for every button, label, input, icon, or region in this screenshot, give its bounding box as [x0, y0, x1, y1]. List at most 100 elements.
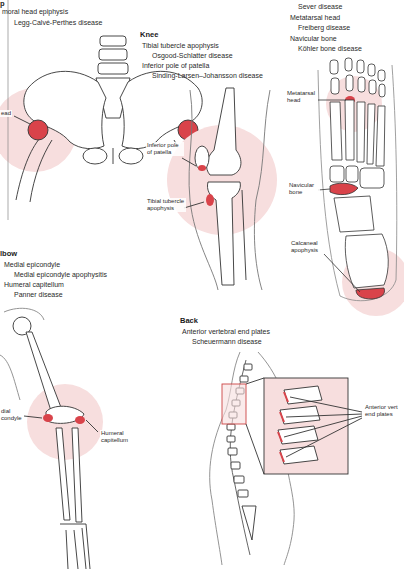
back-illustration-part-part: [284, 392, 288, 402]
disease-name: Freiberg disease: [298, 24, 350, 32]
disease-name: Panner disease: [14, 291, 63, 299]
knee-illustration-part: [184, 202, 204, 208]
foot-illustration-part: [357, 60, 364, 73]
part-label: Anterior vert end plates: [364, 404, 404, 418]
site-name: moral head epiphysis: [2, 8, 68, 16]
knee-illustration-part: [195, 146, 209, 170]
arm-illustration-part: [75, 416, 85, 424]
hip-illustration-part: [16, 138, 52, 202]
back-illustration-part: [284, 416, 362, 437]
disease-name: Scheuermann disease: [192, 338, 262, 346]
foot-illustration-part: [358, 77, 365, 92]
hip-illustration-part: [119, 148, 143, 164]
foot-illustration-part: [368, 64, 375, 76]
back-illustration-part-part: [284, 386, 322, 404]
back-illustration-part-part: [242, 506, 256, 540]
hip-illustration-part: [24, 71, 106, 148]
site-name: Anterior vertebral end plates: [182, 328, 270, 336]
disease-name: Köhler bone disease: [298, 45, 362, 53]
knee-illustration-part: [254, 90, 270, 290]
arm-illustration-part: [27, 384, 103, 460]
foot-illustration-part: [345, 234, 388, 288]
back-illustration-part-part: [234, 476, 244, 483]
arm-illustration-part: [43, 414, 53, 422]
site-name: Metatarsal head: [290, 14, 340, 22]
back-illustration-part-part: [280, 412, 284, 422]
arm-illustration-part: [46, 406, 84, 423]
knee-illustration-part: [198, 165, 206, 171]
part-label: Calcaneal apophysis: [290, 240, 328, 254]
foot-illustration-part: [330, 166, 344, 182]
site-name: Navicular bone: [290, 35, 337, 43]
region-heading: Back: [180, 317, 198, 326]
foot-illustration-part: [360, 168, 384, 188]
back-illustration-part-part: [238, 490, 248, 497]
back-illustration-part-part: [280, 452, 284, 462]
site-name: Inferior pole of patella: [142, 62, 209, 70]
back-illustration-part-part: [240, 376, 248, 382]
foot-illustration-part: [318, 100, 346, 101]
back-illustration-part-part: [244, 364, 252, 370]
part-label: Metatarsal head: [286, 90, 318, 104]
foot-illustration-part: [346, 166, 358, 182]
disease-name: Sever disease: [298, 3, 342, 11]
site-name: Humeral capitellum: [4, 281, 64, 289]
arm-illustration: [0, 308, 103, 569]
arm-illustration-part: [86, 420, 98, 432]
part-label: dial condyle: [0, 408, 24, 422]
back-illustration-part: [278, 392, 288, 462]
back-illustration-part-part: [227, 424, 235, 430]
back-illustration-part-part: [278, 432, 282, 442]
knee-illustration-part: [207, 88, 241, 175]
foot-illustration-part: [379, 84, 385, 97]
arm-illustration-part: [26, 332, 62, 414]
foot-illustration-part: [357, 102, 365, 162]
hip-illustration-part: [99, 49, 127, 60]
foot-illustration-part: [318, 65, 397, 301]
foot-illustration-part: [330, 60, 338, 74]
back-illustration-part-part: [280, 406, 320, 424]
knee-illustration-part: [182, 158, 196, 166]
back-illustration-part: [286, 418, 362, 457]
hip-illustration-part: [100, 36, 126, 46]
hip-illustration-part: [28, 120, 48, 140]
disease-name: Osgood-Schlatter disease: [152, 52, 233, 60]
arm-illustration-part: [72, 428, 82, 522]
arm-illustration-part: [56, 428, 70, 520]
back-illustration-part: [278, 386, 322, 464]
foot-illustration-part: [378, 70, 385, 81]
back-illustration: [210, 352, 362, 565]
hip-illustration-part: [98, 63, 128, 74]
back-illustration-part: [246, 424, 264, 474]
hip-illustration-part: [83, 148, 107, 164]
hip-illustration-part: [14, 116, 30, 124]
back-illustration-part-part: [280, 446, 318, 464]
knee-illustration: [167, 88, 277, 290]
disease-name: Sinding-Larsen–Johansson disease: [152, 72, 263, 80]
part-label: Humeral capitellum: [100, 430, 138, 444]
foot-illustration-part: [369, 80, 376, 94]
site-name: Tibial tubercle apophysis: [142, 42, 219, 50]
part-label: Tibial tubercle apophysis: [146, 198, 186, 212]
foot-illustration-part: [376, 106, 385, 166]
arm-illustration-part: [0, 355, 20, 400]
arm-illustration-part: [24, 416, 42, 418]
disease-name: Medial epicondyle apophysitis: [14, 271, 107, 279]
foot-illustration-part: [330, 102, 342, 160]
region-heading: Knee: [140, 31, 158, 40]
foot-illustration-part: [331, 78, 339, 94]
foot-illustration-part: [334, 196, 374, 232]
foot-illustration: [318, 58, 404, 316]
back-illustration-part-part: [231, 462, 240, 469]
foot-illustration-part: [345, 58, 352, 71]
back-illustration-part: [264, 378, 348, 474]
part-label: Navicular bone: [288, 182, 320, 196]
region-heading: p: [0, 0, 5, 9]
back-illustration-part: [290, 397, 362, 412]
back-illustration-part: [222, 384, 246, 424]
site-name: Medial epicondyle: [4, 261, 60, 269]
knee-illustration-part: [242, 190, 246, 280]
back-illustration-part: [246, 378, 264, 384]
foot-illustration-part: [367, 104, 375, 164]
foot-illustration-part: [324, 254, 360, 292]
